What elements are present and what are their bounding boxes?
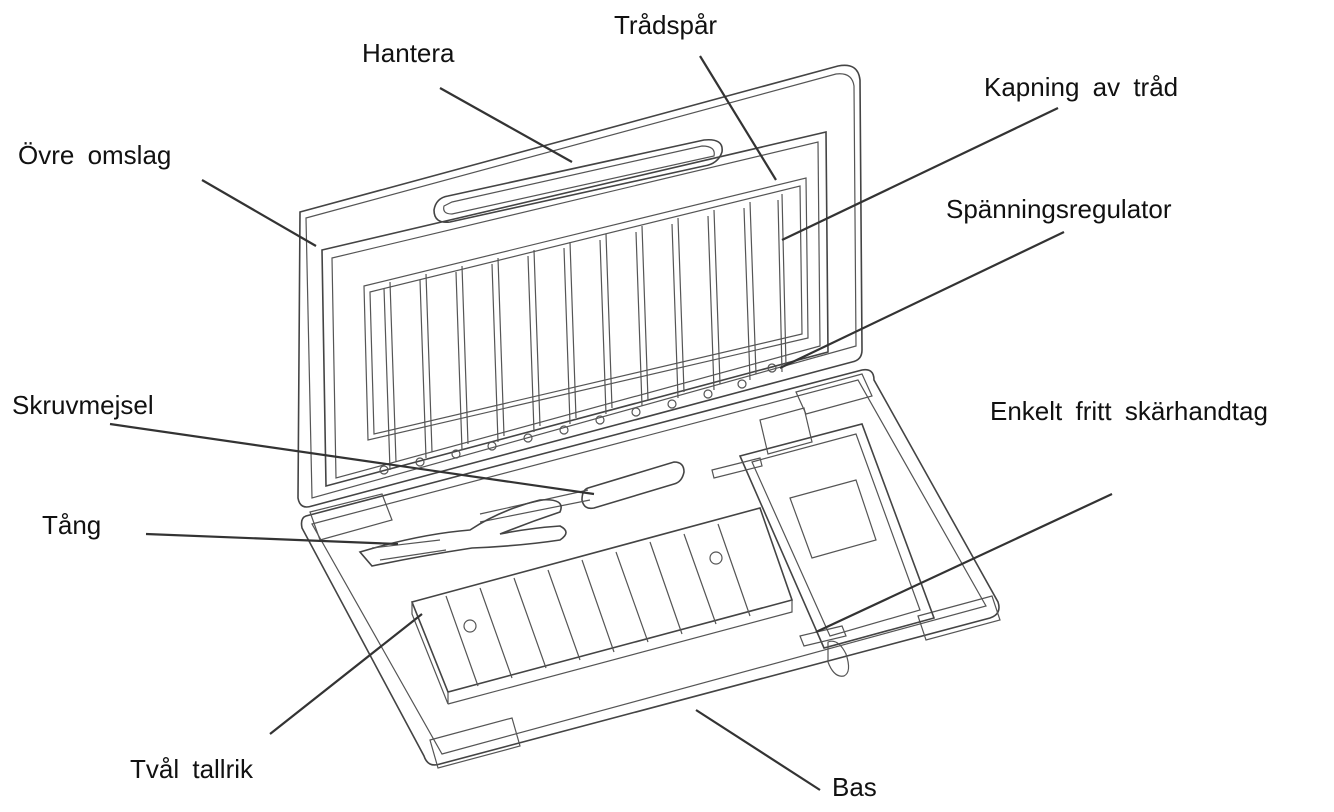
leader-base [695,709,821,791]
leader-handle [439,87,573,163]
label-base: Bas [832,772,877,802]
leader-screwdriver [109,422,595,496]
label-soap-dish: Tvål tallrik [130,754,254,784]
soap-dish [410,507,794,705]
leader-soap-dish [269,613,423,735]
label-pliers: Tång [42,510,101,540]
label-single-cutter-handle: Enkelt fritt skärhandtag [990,396,1268,426]
labels: Hantera Trådspår Kapning av tråd Övre om… [12,10,1268,802]
upper-cover-outline [297,64,863,508]
handle-slot [433,138,723,224]
label-tension-regulator: Spänningsregulator [946,194,1172,224]
leader-tension-regulator [779,231,1065,369]
label-wire-cutting: Kapning av tråd [984,72,1178,102]
label-screwdriver: Skruvmejsel [12,390,154,420]
leader-cutter-handle [815,493,1113,633]
base-outline [300,368,1001,769]
leader-wire-cutting [781,107,1059,241]
wire-grooves [379,193,787,475]
leader-wire-groove [699,55,777,181]
cutter-handle-assembly [711,407,936,677]
label-upper-cover: Övre omslag [18,140,171,170]
pliers [358,498,567,567]
leader-upper-cover [201,179,317,247]
label-wire-groove: Trådspår [614,10,717,40]
leader-pliers [145,532,399,546]
leader-lines [109,55,1113,791]
label-handle: Hantera [362,38,455,68]
